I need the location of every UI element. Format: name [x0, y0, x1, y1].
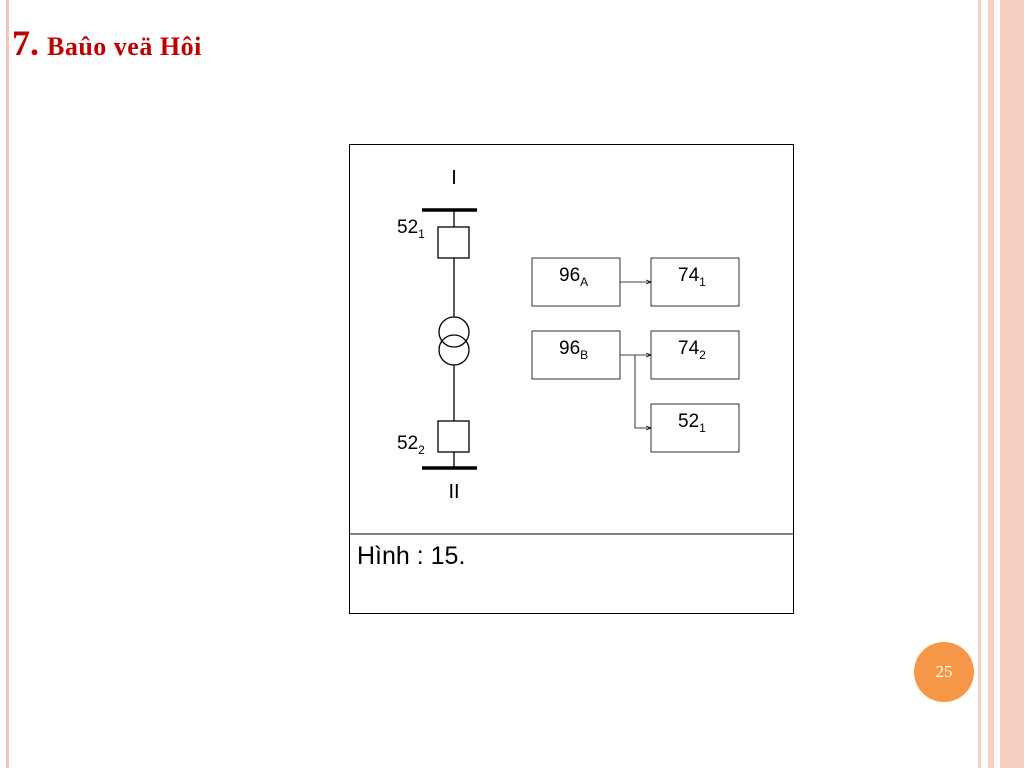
breaker-top-symbol	[437, 226, 470, 259]
slide-frame-left	[6, 0, 9, 768]
relay-742-box	[650, 330, 740, 380]
figure-box: I 521 522 II 96A 741 96B 742	[349, 144, 794, 614]
breaker-top-label: 521	[397, 217, 425, 241]
protection-diagram: I 521 522 II 96A 741 96B 742	[350, 167, 793, 535]
relay-742-label: 742	[678, 338, 706, 362]
figure-caption: Hình : 15.	[357, 542, 466, 570]
relay-741-label: 741	[678, 265, 706, 289]
relay-96a-label: 96A	[559, 265, 588, 289]
slide-title-number: 7.	[12, 23, 39, 63]
bus-top-label: I	[451, 167, 457, 189]
signal-arrow	[634, 355, 651, 428]
slide-frame-right-band	[1000, 0, 1024, 768]
relay-521-box	[650, 403, 740, 453]
transformer-winding-icon	[438, 316, 470, 348]
slide-title: 7. Baûo veä Hôi	[12, 22, 202, 64]
relay-96b-box	[531, 330, 621, 380]
relay-741-box	[650, 257, 740, 307]
relay-96a-box	[531, 257, 621, 307]
page-number-badge: 25	[914, 642, 974, 702]
slide-frame-right-line	[988, 0, 994, 768]
relay-521-label: 521	[678, 411, 706, 435]
breaker-bottom-label: 522	[397, 433, 425, 457]
breaker-bottom-symbol	[437, 420, 470, 453]
slide-frame-right-line	[978, 0, 981, 768]
slide-title-text: Baûo veä Hôi	[47, 32, 202, 61]
relay-96b-label: 96B	[559, 338, 588, 362]
transformer-winding-icon	[438, 334, 470, 366]
bus-bottom-label: II	[448, 481, 459, 503]
